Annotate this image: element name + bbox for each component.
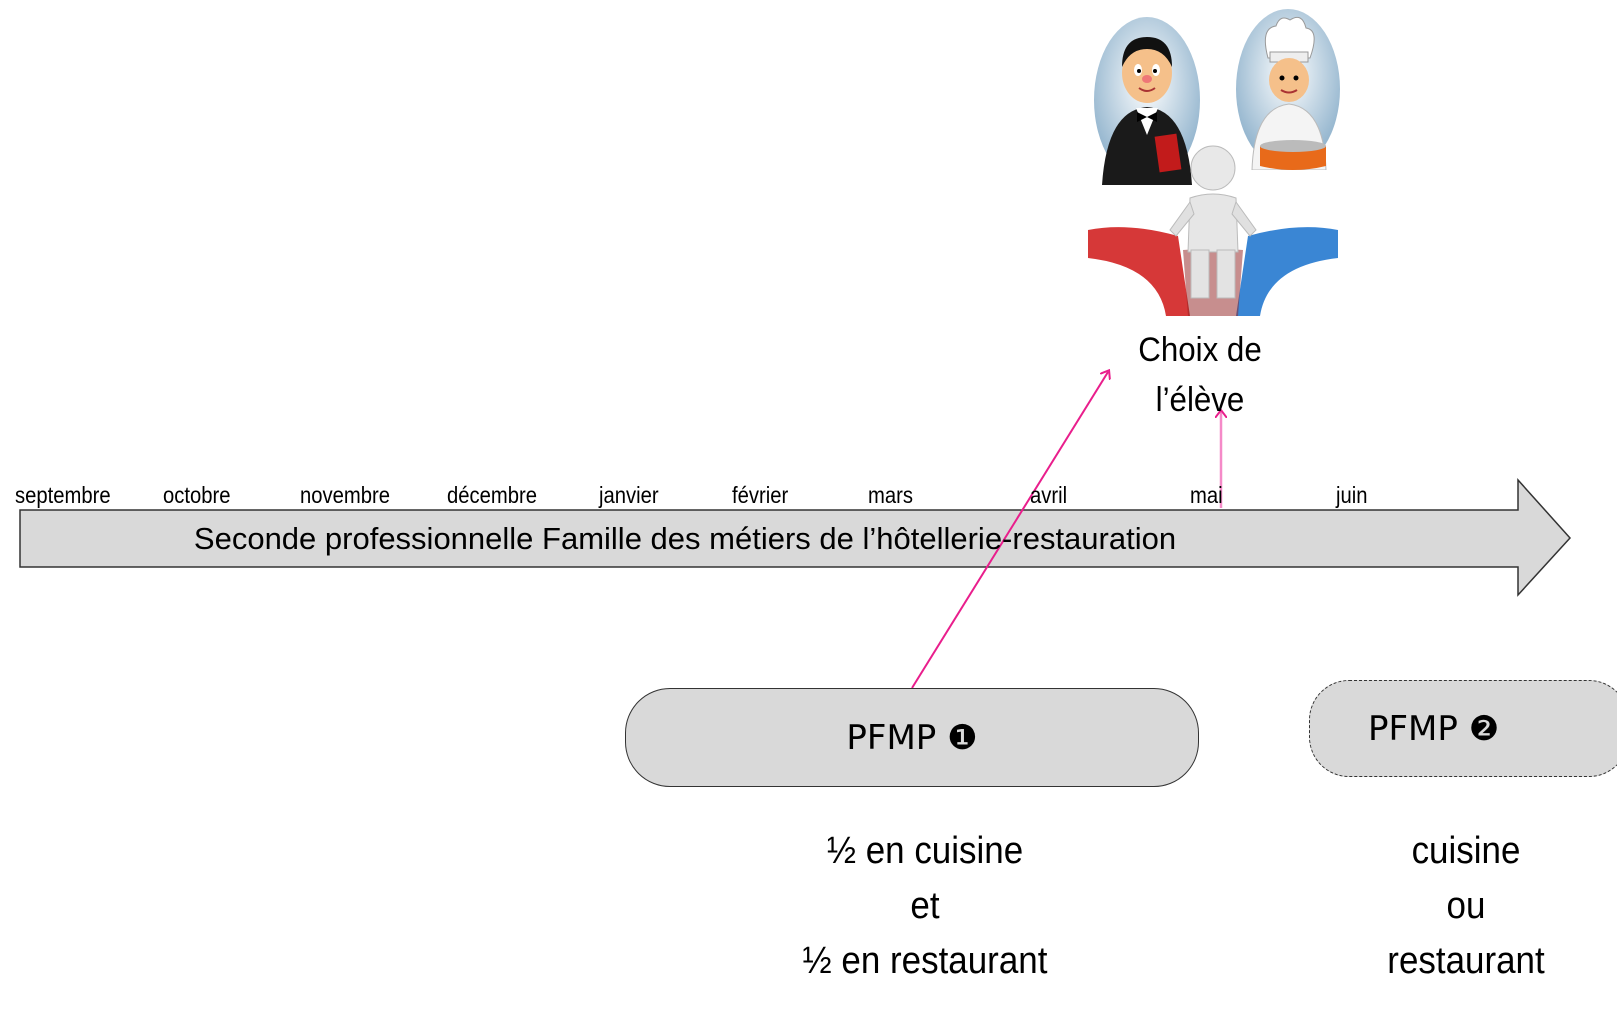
month-label: janvier	[599, 482, 659, 508]
pfmp2-box: PFMP ❷	[1309, 680, 1617, 777]
pfmp2-desc-line: restaurant	[1387, 940, 1545, 982]
crossroads-figure-icon	[1088, 145, 1338, 316]
month-label: avril	[1030, 482, 1068, 508]
student-choice-label: Choix de l’élève	[1108, 325, 1292, 425]
pfmp1-desc-line: ½ en cuisine	[826, 830, 1024, 872]
pfmp2-description: cuisine ou restaurant	[1368, 824, 1563, 989]
waiter-icon	[1094, 17, 1200, 185]
month-label: février	[732, 482, 789, 508]
pfmp2-label: PFMP ❷	[1368, 708, 1500, 749]
timeline-arrow	[19, 478, 1572, 597]
pfmp1-desc-line: ½ en restaurant	[802, 940, 1048, 982]
month-label: juin	[1336, 482, 1368, 508]
month-label: novembre	[300, 482, 391, 508]
pfmp2-desc-line: ou	[1446, 885, 1486, 927]
pfmp2-desc-line: cuisine	[1411, 830, 1521, 872]
month-label: mars	[868, 482, 913, 508]
choice-arrow-from-pfmp1	[911, 372, 1108, 689]
month-label: octobre	[163, 482, 231, 508]
chef-icon	[1236, 9, 1340, 170]
timeline-banner-label: Seconde professionnelle Famille des méti…	[193, 521, 1177, 556]
student-choice-line2: l’élève	[1155, 381, 1245, 419]
student-choice-line1: Choix de	[1138, 331, 1262, 369]
pfmp1-desc-line: et	[910, 885, 940, 927]
month-label: septembre	[15, 482, 111, 508]
pfmp1-label: PFMP ❶	[846, 717, 978, 758]
month-label: mai	[1190, 482, 1223, 508]
month-label: décembre	[447, 482, 538, 508]
pfmp1-description: ½ en cuisine et ½ en restaurant	[773, 824, 1077, 989]
pfmp1-box: PFMP ❶	[625, 688, 1199, 787]
